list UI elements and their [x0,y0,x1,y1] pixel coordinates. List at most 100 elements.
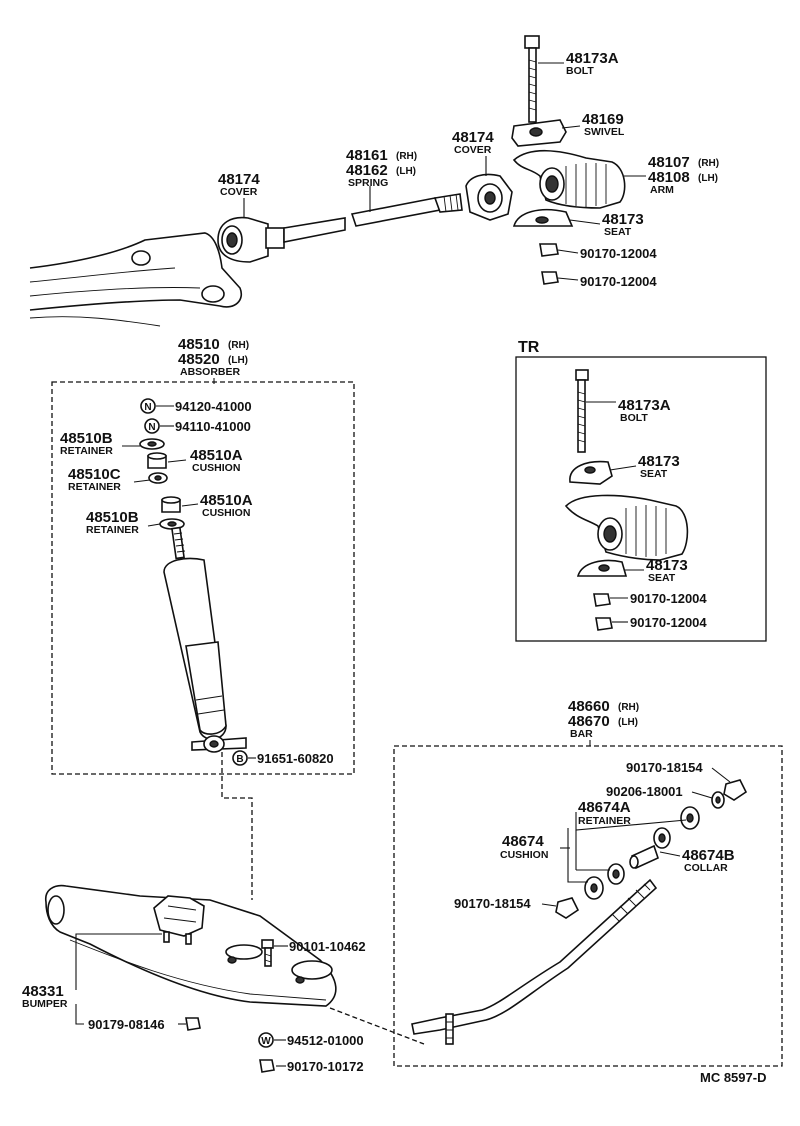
tr-group-frame [515,356,767,642]
bolt-91651-number: 91651-60820 [257,751,334,766]
arm-suffix-rh: (RH) [698,158,719,169]
tr-seat-lower-drawing [576,559,628,577]
bolt-48173a-drawing [524,35,540,123]
washer-01000-number: 94512-01000 [287,1033,364,1048]
swivel-number: 48169 [582,111,624,128]
washer-18001-number: 90206-18001 [606,784,683,799]
spring-suffix-lh: (LH) [396,166,416,177]
cushion-a-bottom-name: CUSHION [202,507,250,519]
nut-18154-top-number: 90170-18154 [626,760,703,775]
svg-text:N: N [144,402,151,413]
nut-18154-top-drawing [723,779,748,801]
cover-left-number: 48174 [218,171,260,188]
bar-number-rh: 48660 [568,698,610,715]
swivel-name: SWIVEL [584,126,625,138]
retainer-48674a-drawing [680,806,700,830]
spring-number-rh: 48161 [346,147,388,164]
bolt-10462-number: 90101-10462 [289,939,366,954]
nut-top-b-drawing [541,271,559,285]
nut-08146-number: 90179-08146 [88,1017,165,1032]
tr-bolt-drawing [575,369,589,453]
retainer-c-name: RETAINER [68,481,121,493]
svg-text:N: N [148,422,155,433]
arm-number-lh: 48108 [648,169,690,186]
cushion-48674-drawing [584,827,671,900]
spring-torsion-bar-drawing [283,193,463,243]
tr-seat-lower-name: SEAT [648,572,676,584]
lower-arm-drawing [44,884,337,1007]
collar-48674b-drawing [629,844,659,870]
bolt-48173a-number: 48173A [566,50,619,67]
nut-10172-drawing [259,1059,275,1073]
collar-48674b-number: 48674B [682,847,735,864]
frame-crossmember-drawing [29,232,242,327]
cushion-a-top-number: 48510A [190,447,243,464]
retainer-48674a-name: RETAINER [578,815,631,827]
absorber-name: ABSORBER [180,366,241,378]
absorber-group-frame [51,381,355,775]
svg-text:W: W [261,1036,271,1047]
retainer-c-drawing [148,472,168,484]
retainer-b-top-drawing [139,438,165,450]
nut-top-a-drawing [539,243,559,257]
bolt-10462-drawing [261,939,274,967]
cover-upper-name: COVER [454,144,492,156]
tr-seat-upper-name: SEAT [640,468,668,480]
tr-seat-upper-drawing [569,460,613,485]
nut-94120-number: 94120-41000 [175,399,252,414]
stabilizer-bar-drawing [411,878,658,1045]
arm-drawing [512,149,626,209]
nut-18154-bottom-number: 90170-18154 [454,896,531,911]
svg-text:B: B [236,754,243,765]
retainer-b-top-name: RETAINER [60,445,113,457]
bumper-drawing [153,895,205,945]
cover-left-name: COVER [220,186,258,198]
figure-code: MC 8597-D [700,1070,766,1085]
nut-top-b-number: 90170-12004 [580,274,657,289]
swivel-drawing [511,119,567,147]
nut-top-a-number: 90170-12004 [580,246,657,261]
tr-nut-a-drawing [593,593,611,607]
absorber-suffix-lh: (LH) [228,355,248,366]
nut-94110-number: 94110-41000 [175,419,251,434]
cover-left-drawing [217,216,285,263]
washer-01000-badge: W [258,1032,274,1048]
seat-number: 48173 [602,211,644,228]
seat-name: SEAT [604,226,632,238]
tr-box-label: TR [518,339,540,356]
cushion-a-bottom-drawing [161,496,181,513]
washer-18001-drawing [711,791,725,809]
bar-suffix-lh: (LH) [618,717,638,728]
cover-upper-drawing [465,173,513,221]
nut-08146-drawing [185,1017,201,1031]
arm-name: ARM [650,184,674,196]
absorber-to-bumper-dash [221,752,253,900]
tr-arm-drawing [564,494,689,561]
spring-suffix-rh: (RH) [396,151,417,162]
absorber-number-rh: 48510 [178,336,220,353]
arm-suffix-lh: (LH) [698,173,718,184]
tr-nut-b-drawing [595,617,613,631]
bumper-name: BUMPER [22,998,68,1010]
spring-number-lh: 48162 [346,162,388,179]
cover-upper-number: 48174 [452,129,494,146]
nut-10172-number: 90170-10172 [287,1059,364,1074]
bar-to-bumper-dash [329,1007,425,1045]
cushion-a-top-name: CUSHION [192,462,240,474]
bolt-48173a-name: BOLT [566,65,594,77]
seat-drawing [512,208,574,227]
retainer-c-number: 48510C [68,466,121,483]
cushion-48674-number: 48674 [502,833,544,850]
tr-seat-upper-number: 48173 [638,453,680,470]
bar-number-lh: 48670 [568,713,610,730]
retainer-b-bottom-name: RETAINER [86,524,139,536]
tr-bolt-number: 48173A [618,397,671,414]
nut-18154-bottom-drawing [555,897,580,919]
bar-suffix-rh: (RH) [618,702,639,713]
tr-nut-a-number: 90170-12004 [630,591,707,606]
absorber-suffix-rh: (RH) [228,340,249,351]
shock-absorber-drawing [163,526,247,753]
tr-seat-lower-number: 48173 [646,557,688,574]
absorber-number-lh: 48520 [178,351,220,368]
